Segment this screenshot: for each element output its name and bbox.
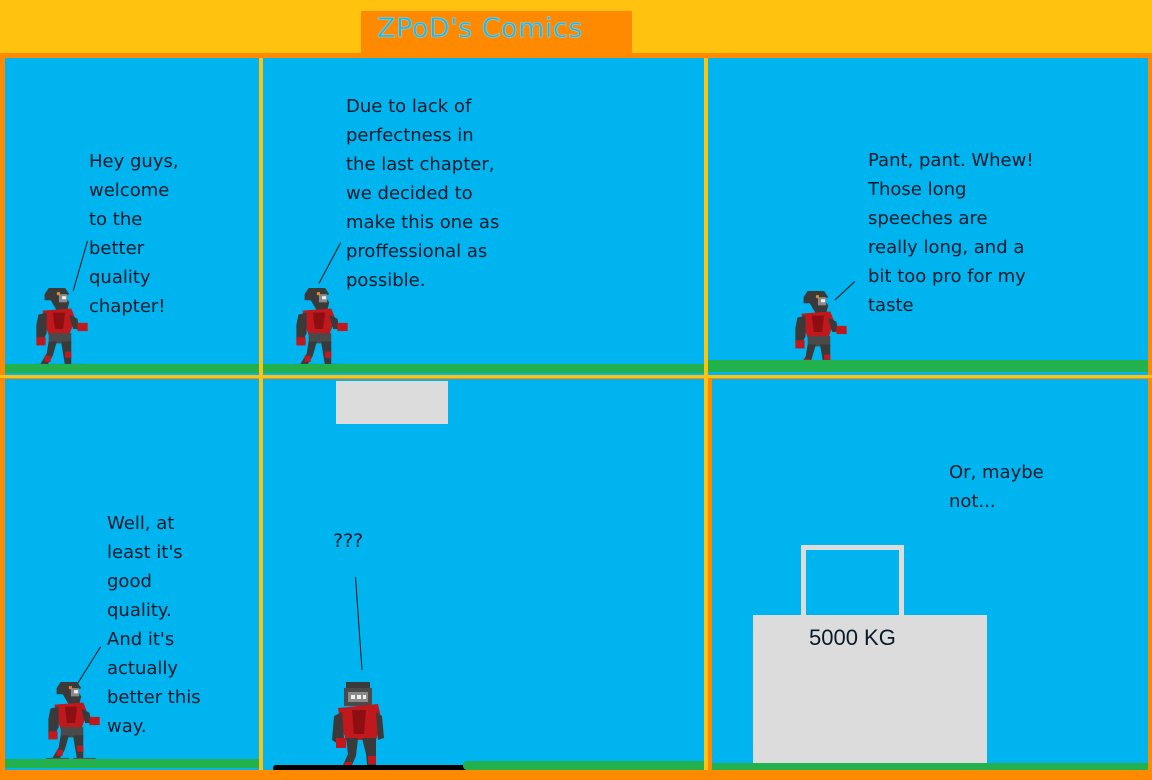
panel-5: ???: [263, 379, 704, 770]
robot-character-icon: [793, 291, 847, 371]
grass-ground: [5, 759, 259, 768]
robot-character-icon: [46, 682, 100, 762]
robot-character-icon: [294, 288, 348, 368]
speech-tail: [355, 577, 363, 670]
speech-text: Hey guys, welcome to the better quality …: [89, 151, 179, 317]
grass-ground: [263, 364, 704, 373]
grass-ground: [5, 364, 259, 373]
speech-text: Well, at least it's good quality. And it…: [107, 513, 201, 737]
panel-4: Well, at least it's good quality. And it…: [5, 379, 259, 770]
panel-divider: [704, 58, 708, 770]
grass-ground: [463, 761, 704, 770]
speech-text: Pant, pant. Whew! Those long speeches ar…: [868, 150, 1034, 316]
impact-shadow: [273, 765, 483, 770]
speech-tail: [318, 242, 341, 284]
weight-label: 5000 KG: [809, 625, 896, 650]
robot-front-character-icon: [332, 682, 384, 770]
panel-2: Due to lack of perfectness in the last c…: [263, 58, 704, 376]
robot-character-icon: [34, 288, 88, 368]
speech-tail: [76, 646, 101, 686]
title-banner: ZPoD's Comics: [361, 11, 632, 56]
grass-ground: [708, 360, 1148, 372]
falling-gray-block: [336, 381, 448, 424]
speech-text: ???: [333, 530, 364, 552]
comic-title: ZPoD's Comics: [377, 13, 583, 45]
weight-handle: [801, 545, 904, 615]
speech-text: Or, maybe not...: [949, 462, 1044, 512]
weight-block: 5000 KG: [753, 615, 987, 770]
row-divider: [0, 375, 1152, 378]
panel-1: Hey guys, welcome to the better quality …: [5, 58, 259, 376]
speech-tail: [72, 240, 88, 291]
speech-text: Due to lack of perfectness in the last c…: [346, 96, 500, 291]
panel-6: Or, maybe not... 5000 KG: [712, 379, 1148, 770]
grass-ground: [712, 763, 1148, 770]
panel-divider: [259, 58, 263, 770]
panel-3: Pant, pant. Whew! Those long speeches ar…: [708, 58, 1148, 376]
